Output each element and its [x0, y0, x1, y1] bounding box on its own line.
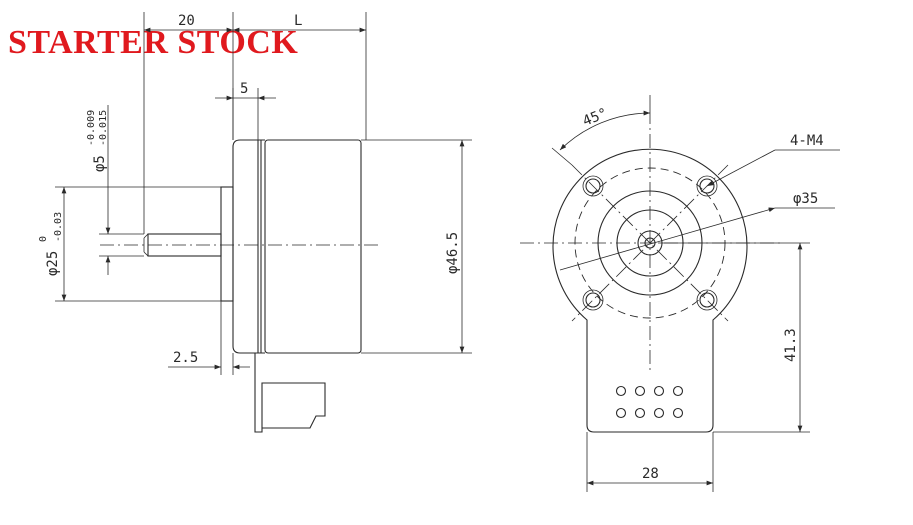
dim-flange: 5 [240, 81, 248, 97]
dim-shaft-tol-upper: -0.009 [86, 110, 97, 146]
front-view: 45° 4-M4 φ35 41.3 28 [520, 95, 840, 492]
dim-body-length: L [294, 13, 302, 29]
dim-base-height: 41.3 [783, 328, 799, 362]
connector [254, 353, 326, 433]
mounting-holes [582, 175, 718, 311]
dim-shaft-tol-lower: -0.015 [98, 110, 109, 146]
dim-holes: 4-M4 [790, 133, 824, 149]
dim-pilot-tol-lower: -0.03 [53, 212, 64, 242]
dim-pilot-diameter: φ25 [45, 251, 61, 276]
dim-pilot-thickness: 2.5 [173, 350, 198, 366]
dim-body-height: φ46.5 [445, 232, 461, 274]
front-outline [552, 148, 748, 433]
flange-housing [232, 139, 265, 354]
dim-base-width: 28 [642, 466, 659, 482]
dim-shaft-length: 20 [178, 13, 195, 29]
connector-pins [615, 385, 684, 419]
motor-body [264, 139, 362, 354]
dim-pilot-tol-upper: 0 [38, 236, 49, 242]
dim-shaft-diameter: φ5 [92, 155, 108, 172]
pilot-plate [220, 186, 234, 302]
side-view: 20 L 5 2.5 φ46.5 φ2 [38, 12, 472, 433]
dim-angle: 45° [581, 105, 610, 129]
dim-bolt-circle: φ35 [793, 191, 818, 207]
